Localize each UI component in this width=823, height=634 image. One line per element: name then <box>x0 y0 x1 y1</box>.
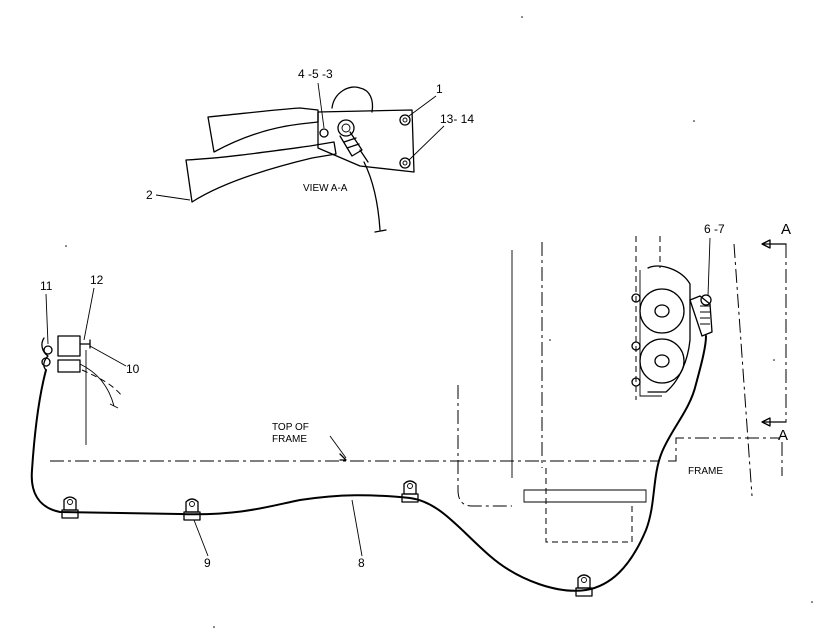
horn-lead-wire <box>363 161 387 233</box>
frame-lines: FRAME TOP OF FRAME <box>50 242 783 543</box>
horn-assembly-view: VIEW A-A <box>185 86 415 233</box>
callouts-view: 4 -5 -3 1 13- 14 2 <box>146 67 474 202</box>
section-a-top: A <box>781 221 791 238</box>
horn-upper-side <box>639 288 685 334</box>
section-marker: A A <box>761 221 791 444</box>
wire-clip-2 <box>183 498 201 521</box>
terminal-nut <box>319 119 355 138</box>
horn-connector <box>339 131 369 163</box>
lower-horn <box>185 141 337 203</box>
view-aa-label: VIEW A-A <box>303 183 348 194</box>
bracket-bolt-lower <box>399 157 411 169</box>
callout-9: 9 <box>204 556 211 570</box>
horn-housing <box>331 86 374 113</box>
bracket-bolt-upper <box>399 114 411 126</box>
callout-2: 2 <box>146 188 153 202</box>
horn-lower-side <box>639 338 685 384</box>
top-of-frame-label-1: TOP OF <box>272 422 309 433</box>
frame-label: FRAME <box>688 466 723 477</box>
relay-assembly: 11 12 10 <box>40 273 140 409</box>
section-a-bottom: A <box>778 427 788 444</box>
callout-11: 11 <box>40 279 53 293</box>
horn-wire-harness <box>30 335 707 592</box>
callout-6-7: 6 -7 <box>704 222 725 236</box>
scan-specks <box>65 16 813 628</box>
wire-clip-1 <box>61 496 79 519</box>
wire-clip-4 <box>575 574 593 597</box>
callout-4-5-3: 4 -5 -3 <box>298 67 333 81</box>
top-of-frame-label-2: FRAME <box>272 434 307 445</box>
upper-horn <box>207 107 319 153</box>
horn-side-connector <box>689 294 713 337</box>
callout-10: 10 <box>126 362 140 376</box>
relay-body <box>57 335 81 357</box>
wire-clip-3 <box>401 480 419 503</box>
callout-8: 8 <box>358 556 365 570</box>
callout-1: 1 <box>436 82 443 96</box>
callout-13-14: 13- 14 <box>440 112 474 126</box>
callout-12: 12 <box>90 273 104 287</box>
horns-side-view: 6 -7 <box>631 222 725 400</box>
